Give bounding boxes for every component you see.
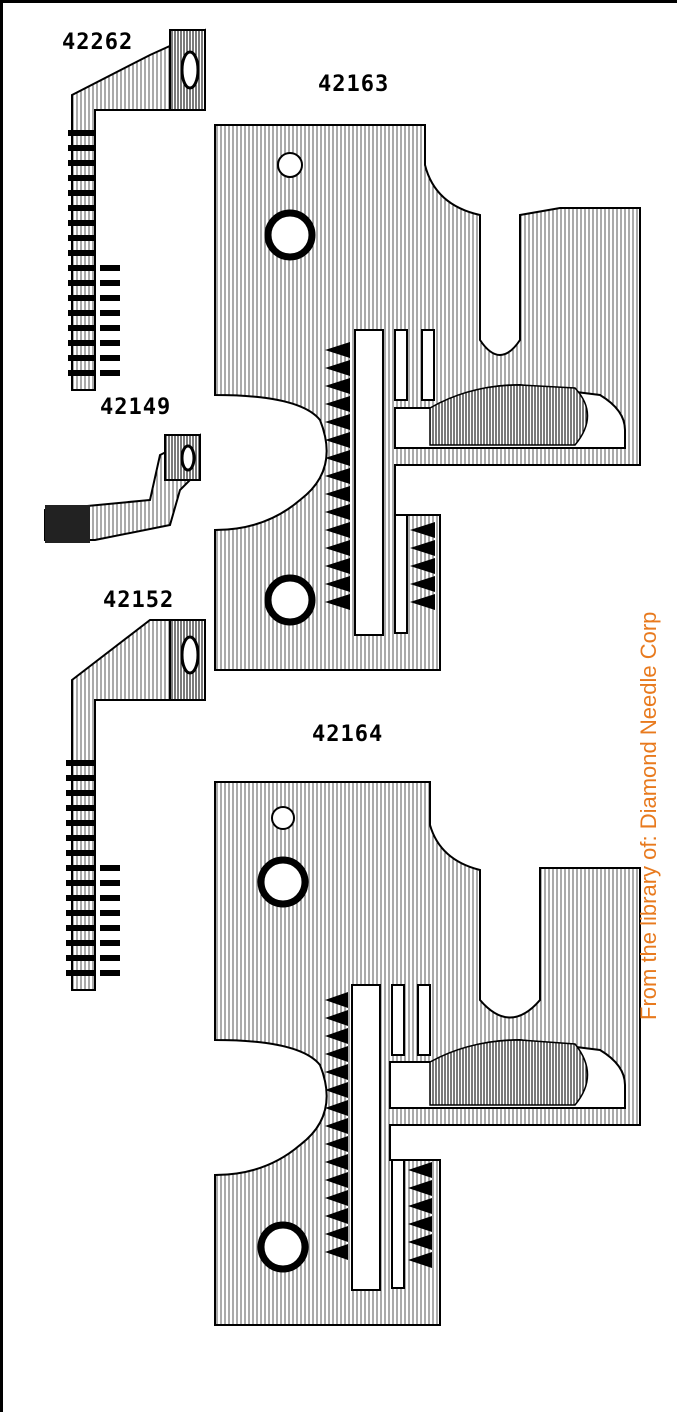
feed-dog-42149 [44,433,201,543]
throat-plate-42164 [214,781,641,1326]
throat-plate-42164-teeth [325,992,432,1268]
library-watermark: From the library of: Diamond Needle Corp [636,611,661,1020]
part-number-42163: 42163 [318,72,390,97]
feed-dog-42262-teeth [68,130,120,376]
feed-dog-42152-teeth [66,760,120,976]
throat-plate-42163 [214,124,641,671]
part-number-42262: 42262 [62,30,134,55]
feed-dog-42262 [68,28,206,391]
throat-plate-42163-teeth [325,342,435,610]
part-number-42149: 42149 [100,395,172,420]
part-number-42164: 42164 [312,722,384,747]
feed-dog-42152 [66,619,206,991]
part-number-42152: 42152 [103,588,175,613]
